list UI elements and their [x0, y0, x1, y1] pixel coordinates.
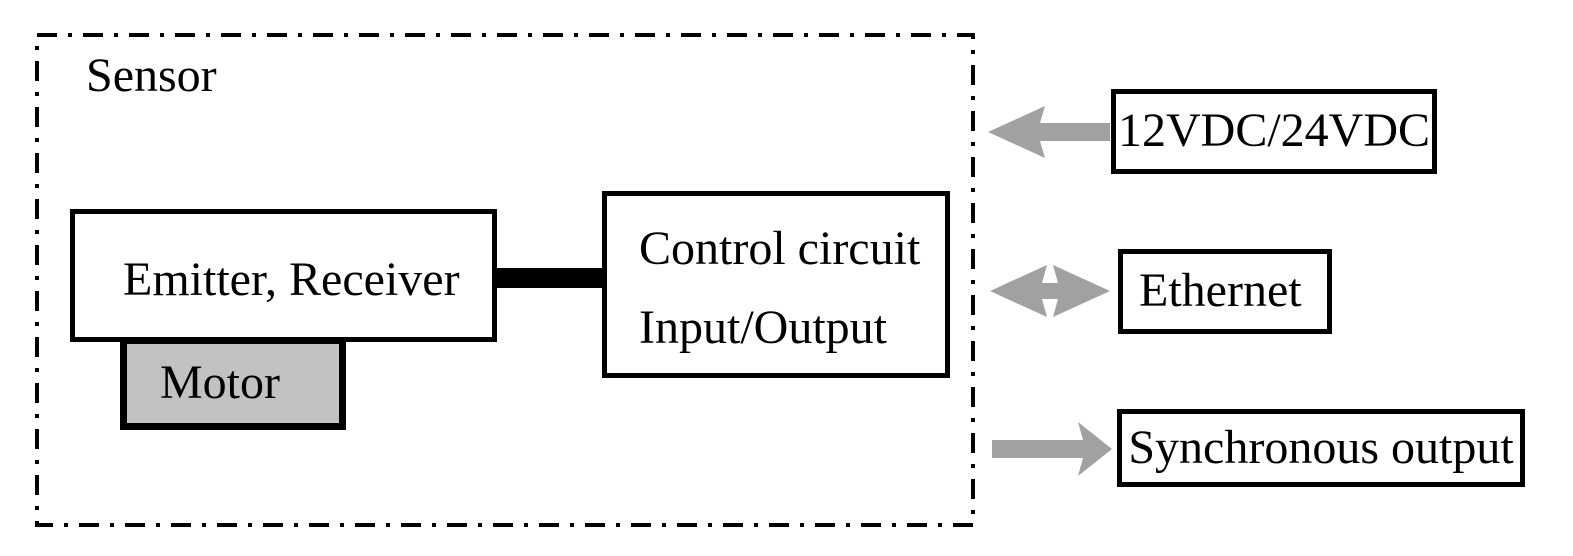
ethernet-box: Ethernet: [1118, 249, 1332, 334]
input-output-label: Input/Output: [639, 300, 887, 354]
synchronous-output-label: Synchronous output: [1128, 420, 1514, 474]
power-supply-box: 12VDC/24VDC: [1111, 89, 1437, 174]
sensor-boundary-label: Sensor: [86, 49, 217, 102]
control-circuit-block: Control circuit Input/Output: [602, 191, 950, 378]
emitter-receiver-block: Emitter, Receiver: [70, 209, 497, 342]
power-supply-label: 12VDC/24VDC: [1117, 104, 1431, 158]
ethernet-arrow-double-icon: [990, 265, 1110, 317]
power-arrow-left-icon: [988, 106, 1110, 158]
ethernet-label: Ethernet: [1139, 264, 1302, 318]
motor-label: Motor: [160, 356, 280, 410]
motor-block: Motor: [120, 337, 346, 430]
synchronous-output-box: Synchronous output: [1117, 409, 1525, 487]
sync-arrow-right-icon: [992, 422, 1112, 476]
emitter-control-connector: [494, 268, 606, 288]
sensor-boundary: [35, 33, 975, 527]
control-circuit-label: Control circuit: [639, 221, 921, 275]
emitter-receiver-label: Emitter, Receiver: [123, 253, 460, 307]
